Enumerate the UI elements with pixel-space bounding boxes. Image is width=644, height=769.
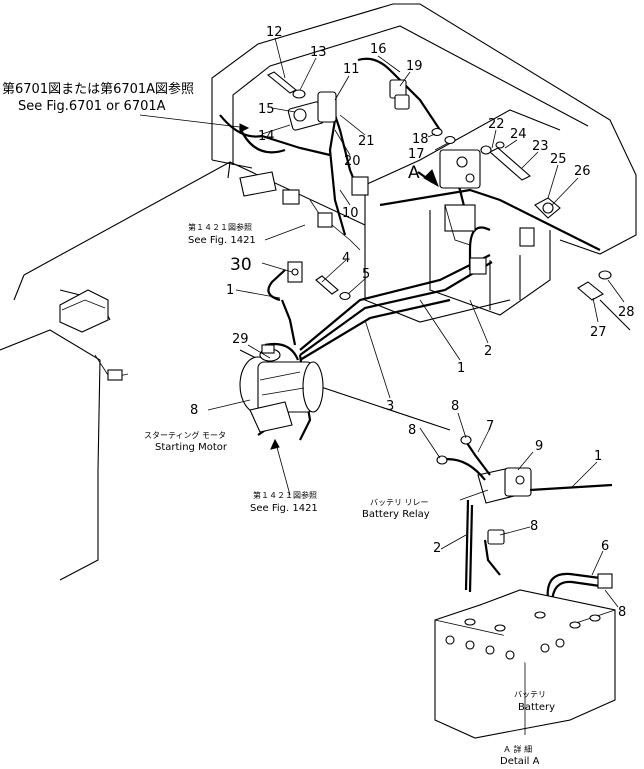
callout-13: 13 [310, 45, 327, 60]
fig1421-top-ref-en: See Fig. 1421 [188, 235, 256, 246]
callout-18: 18 [412, 132, 429, 147]
starting-motor-caption-jp: スターティング モータ [144, 430, 226, 440]
battery-relay-caption-en: Battery Relay [362, 509, 430, 520]
callout-21: 21 [358, 134, 375, 149]
callout-8-detail-mid: 8 [530, 519, 538, 534]
callout-14: 14 [258, 129, 275, 144]
callout-6: 6 [601, 539, 609, 554]
left-body-component [59, 289, 129, 381]
callout-8-motor: 8 [190, 403, 198, 418]
callout-20: 20 [344, 154, 361, 169]
callout-2-detail: 2 [433, 541, 441, 556]
upper-components [239, 71, 456, 301]
callout-8-detail-top: 8 [451, 399, 459, 414]
callout-30: 30 [230, 255, 252, 275]
detail-a-caption-jp: Ａ 詳 細 [503, 744, 532, 754]
callout-25: 25 [550, 152, 567, 167]
callout-2-upper: 2 [484, 344, 492, 359]
leader-fig1421-bottom-arrowhead [270, 438, 280, 450]
right-hardware [480, 141, 612, 301]
callout-28: 28 [618, 305, 635, 320]
upper-battery-relay [439, 149, 535, 275]
starting-motor-caption-en: Starting Motor [155, 442, 228, 453]
callout-10: 10 [342, 206, 359, 221]
callout-leaders [207, 37, 625, 608]
leader-battery-relay [459, 489, 489, 501]
fig6701-ref-jp: 第6701図または第6701A図参照 [2, 81, 194, 97]
battery-caption-jp: バッテリ [514, 690, 546, 699]
callout-1-upper-right: 1 [457, 361, 465, 376]
callout-8-detail-right: 8 [618, 605, 626, 620]
callout-7: 7 [486, 419, 494, 434]
callout-9: 9 [535, 439, 543, 454]
callout-12: 12 [266, 25, 283, 40]
callout-29: 29 [232, 332, 249, 347]
callout-3: 3 [386, 399, 394, 414]
starting-motor [239, 342, 324, 433]
callout-1-upper-left: 1 [226, 283, 234, 298]
leader-fig6701 [139, 114, 249, 129]
detail-a [434, 435, 616, 739]
view-a-label: A [408, 163, 420, 183]
callout-27: 27 [590, 325, 607, 340]
callout-24: 24 [510, 127, 527, 142]
callout-15: 15 [258, 102, 275, 117]
leader-fig1421-top [264, 224, 306, 241]
fig1421-bottom-ref-en: See Fig. 1421 [250, 503, 318, 514]
callout-17: 17 [408, 147, 425, 162]
callout-23: 23 [532, 139, 549, 154]
callout-22: 22 [488, 117, 505, 132]
battery-relay-caption-jp: バッテリ リレー [370, 498, 429, 507]
fig1421-bottom-ref-jp: 第１４２１図参照 [253, 490, 317, 500]
detail-a-caption-en: Detail A [500, 756, 540, 767]
callout-19: 19 [406, 59, 423, 74]
view-a-arrow-shaft [417, 171, 433, 183]
callout-4: 4 [342, 251, 350, 266]
fig1421-top-ref-jp: 第１４２１図参照 [188, 222, 252, 232]
callout-11: 11 [343, 62, 360, 77]
leader-fig6701-arrowhead [239, 123, 250, 133]
machine-frame [0, 3, 637, 581]
leader-fig1421-bottom [274, 439, 291, 496]
callout-5: 5 [362, 267, 370, 282]
fig6701-ref-en: See Fig.6701 or 6701A [18, 99, 166, 114]
callout-1-detail: 1 [594, 449, 602, 464]
callout-8-detail-left: 8 [408, 423, 416, 438]
battery-caption-en: Battery [518, 702, 555, 713]
callout-26: 26 [574, 164, 591, 179]
callout-16: 16 [370, 42, 387, 57]
